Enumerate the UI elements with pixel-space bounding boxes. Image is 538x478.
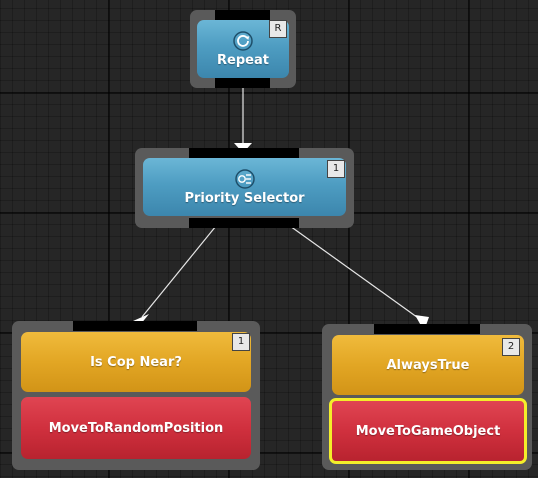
always-true-label: AlwaysTrue: [386, 357, 470, 373]
is-cop-near-condition[interactable]: Is Cop Near?: [21, 332, 251, 392]
priority-selector-label: Priority Selector: [184, 190, 305, 206]
move-to-game-object-label: MoveToGameObject: [355, 423, 501, 439]
left-sequence-input-port[interactable]: [73, 321, 197, 331]
always-true-badge: 2: [502, 338, 520, 356]
is-cop-near-badge: 1: [232, 333, 250, 351]
priority-selector-task[interactable]: Priority Selector: [143, 158, 346, 216]
repeat-input-port[interactable]: [215, 10, 270, 20]
priority-selector-badge: 1: [327, 160, 345, 178]
wire-selector-to-left: [141, 225, 217, 318]
wire-selector-to-right: [289, 225, 422, 321]
selector-input-port[interactable]: [189, 148, 299, 158]
move-to-random-position-action[interactable]: MoveToRandomPosition: [21, 397, 251, 459]
repeat-badge: R: [269, 20, 287, 38]
right-sequence-input-port[interactable]: [374, 324, 480, 334]
is-cop-near-label: Is Cop Near?: [90, 354, 182, 370]
left-sequence-node[interactable]: Is Cop Near? 1 MoveToRandomPosition: [12, 321, 260, 470]
always-true-condition[interactable]: AlwaysTrue: [332, 335, 524, 395]
repeat-task[interactable]: Repeat: [197, 20, 289, 78]
repeat-label: Repeat: [217, 52, 269, 68]
repeat-icon: [233, 30, 253, 51]
move-to-random-position-label: MoveToRandomPosition: [48, 420, 224, 436]
repeat-node[interactable]: Repeat R: [190, 10, 296, 88]
move-to-game-object-action[interactable]: MoveToGameObject: [329, 398, 527, 464]
selector-icon: [234, 168, 255, 189]
repeat-output-port[interactable]: [215, 78, 270, 88]
priority-selector-node[interactable]: Priority Selector 1: [135, 148, 354, 228]
selector-output-port[interactable]: [189, 218, 299, 228]
right-sequence-node[interactable]: AlwaysTrue 2 MoveToGameObject: [322, 324, 532, 470]
